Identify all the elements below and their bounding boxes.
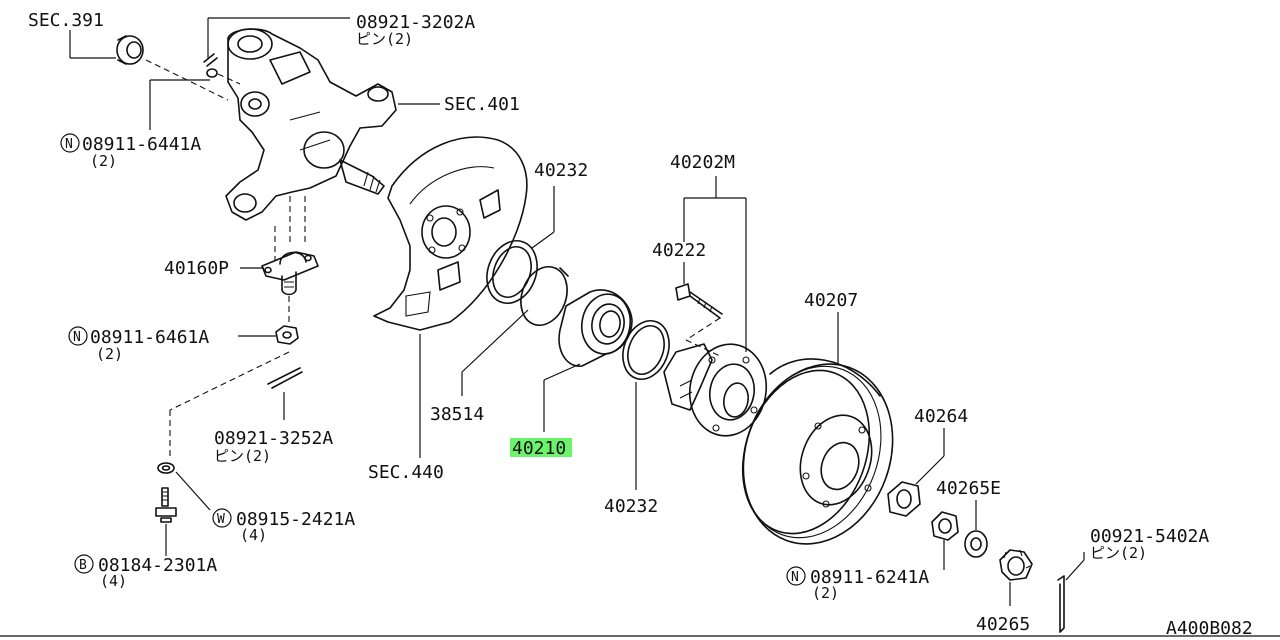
label-08911-6241a-qty: (2)	[812, 584, 839, 602]
label-40265e[interactable]: 40265E	[936, 478, 1001, 499]
label-08184-2301a[interactable]: 08184-2301A	[98, 555, 217, 576]
dust-cap-part[interactable]	[116, 35, 144, 65]
label-08915-2421a-qty: (4)	[240, 526, 267, 544]
label-40210[interactable]: 40210	[512, 438, 566, 459]
diagram-ref-code: A400B082	[1166, 618, 1253, 639]
circle-n-icon: N	[68, 326, 88, 346]
circle-n-icon: N	[60, 133, 80, 153]
circle-w-icon: W	[212, 508, 232, 528]
svg-text:N: N	[73, 330, 81, 345]
label-40232-top[interactable]: 40232	[534, 160, 588, 181]
label-sec401[interactable]: SEC.401	[444, 94, 520, 115]
cotter-pin-c[interactable]	[1057, 575, 1065, 633]
nut-40265e[interactable]	[964, 530, 988, 558]
label-00921-5402a-sub: ピン(2)	[1090, 544, 1147, 562]
wheel-bearing-40210[interactable]	[558, 289, 635, 367]
label-08911-6441a[interactable]: 08911-6441A	[82, 134, 201, 155]
wheel-hub-40202m[interactable]	[663, 338, 773, 442]
label-08911-6441a-qty: (2)	[90, 152, 117, 170]
cotter-pin-b[interactable]	[267, 367, 303, 389]
svg-text:W: W	[217, 512, 225, 527]
label-40265[interactable]: 40265	[976, 614, 1030, 635]
bolt-08184-2301a[interactable]	[155, 487, 177, 523]
label-38514[interactable]: 38514	[430, 404, 484, 425]
washer-40264[interactable]	[887, 481, 921, 517]
highlight-40210	[510, 438, 572, 457]
label-40160p[interactable]: 40160P	[164, 258, 229, 279]
label-08921-3202a[interactable]: 08921-3202A	[356, 12, 475, 33]
nut-08911-6461a[interactable]	[275, 325, 299, 345]
label-08184-2301a-qty: (4)	[100, 572, 127, 590]
label-40222[interactable]: 40222	[652, 240, 706, 261]
label-sec440[interactable]: SEC.440	[368, 462, 444, 483]
ball-joint-40160p[interactable]	[261, 251, 319, 296]
label-08911-6241a[interactable]: 08911-6241A	[810, 567, 929, 588]
label-08911-6461a-qty: (2)	[96, 345, 123, 363]
label-08911-6461a[interactable]: 08911-6461A	[90, 327, 209, 348]
dust-shield-sec440[interactable]	[373, 136, 528, 331]
brake-rotor-40207[interactable]	[719, 343, 917, 565]
label-40202m[interactable]: 40202M	[670, 152, 735, 173]
svg-text:B: B	[79, 558, 87, 573]
circle-b-icon: B	[74, 554, 94, 574]
label-40232-bottom[interactable]: 40232	[604, 496, 658, 517]
label-08921-3202a-sub: ピン(2)	[356, 30, 413, 48]
steering-knuckle[interactable]	[225, 28, 397, 221]
castle-nut-40265[interactable]	[999, 549, 1033, 581]
washer-08915-2421a[interactable]	[157, 462, 175, 474]
label-08921-3252a-sub: ピン(2)	[214, 447, 271, 465]
label-08915-2421a[interactable]: 08915-2421A	[236, 509, 355, 530]
label-08921-3252a[interactable]: 08921-3252A	[214, 428, 333, 449]
label-00921-5402a[interactable]: 00921-5402A	[1090, 526, 1209, 547]
hub-bolt-40222[interactable]	[675, 283, 723, 319]
svg-text:N: N	[65, 137, 73, 152]
snap-ring-40232-lower[interactable]	[615, 314, 677, 385]
nut-08911-6241a[interactable]	[931, 511, 959, 541]
circle-n-icon: N	[786, 566, 806, 586]
svg-text:N: N	[791, 570, 799, 585]
label-sec391[interactable]: SEC.391	[28, 10, 104, 31]
label-40207[interactable]: 40207	[804, 290, 858, 311]
cotter-pin-a[interactable]	[203, 53, 218, 78]
snap-ring-inner[interactable]	[513, 260, 575, 331]
label-40264[interactable]: 40264	[914, 406, 968, 427]
